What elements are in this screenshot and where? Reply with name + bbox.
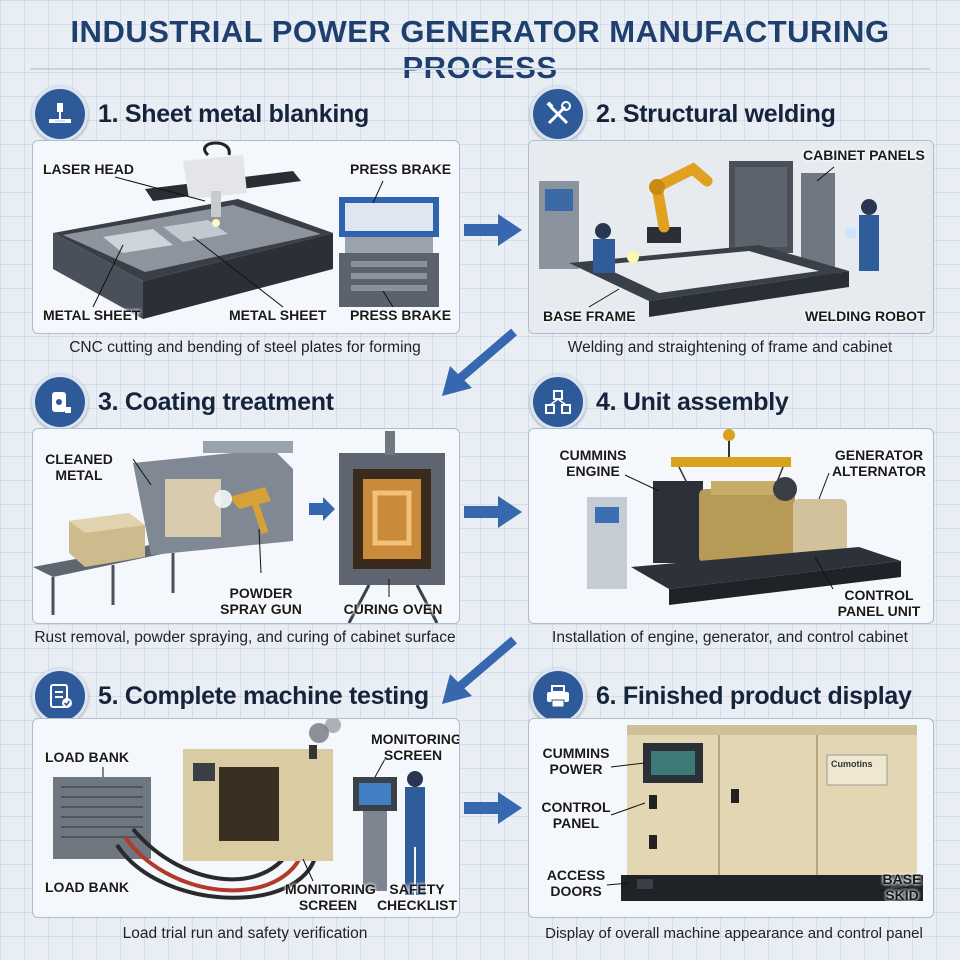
cabinet-panels-label: CABINET PANELS xyxy=(803,147,925,163)
step-1-panel: LASER HEAD PRESS BRAKE METAL SHEET METAL… xyxy=(32,140,460,334)
curing-oven-label: CURING OVEN xyxy=(343,601,443,617)
step-4-panel: CUMMINS ENGINE GENERATOR ALTERNATOR CONT… xyxy=(528,428,934,624)
press-brake-top-label: PRESS BRAKE xyxy=(350,161,452,177)
load-bank-top-label: LOAD BANK xyxy=(45,749,129,765)
step-2-panel: CABINET PANELS BASE FRAME WELDING ROBOT xyxy=(528,140,934,334)
step-5-title: 5. Complete machine testing xyxy=(98,681,429,710)
laser-head-label: LASER HEAD xyxy=(43,161,135,177)
cummins-engine-label: CUMMINS ENGINE xyxy=(559,447,627,479)
generator-assembly-illustration xyxy=(587,429,901,605)
step-6-caption: Display of overall machine appearance an… xyxy=(545,925,923,942)
load-bank-bottom-label: LOAD BANK xyxy=(45,879,129,895)
press-brake-bottom-label: PRESS BRAKE xyxy=(350,307,452,323)
flow-arrow-4-to-5 xyxy=(442,636,517,704)
step-4-title: 4. Unit assembly xyxy=(596,387,789,416)
step-5-panel: LOAD BANK MONITORING SCREEN LOAD BANK MO… xyxy=(32,718,460,918)
step-2-title: 2. Structural welding xyxy=(596,99,836,128)
generator-alternator-label: GENERATOR ALTERNATOR xyxy=(831,447,927,479)
laser-cutter-icon xyxy=(32,86,88,142)
paint-roll-icon xyxy=(32,374,88,430)
control-panel-unit-label: CONTROL PANEL UNIT xyxy=(837,587,921,619)
powder-spray-gun-label: POWDER SPRAY GUN xyxy=(220,585,302,617)
base-skid-label: BASE SKID xyxy=(882,871,922,903)
step-6-panel: Cumotins CUMMINS POWER CONTROL PANEL ACC… xyxy=(528,718,934,918)
laser-cutting-machine-illustration xyxy=(53,141,439,319)
step-6-title: 6. Finished product display xyxy=(596,681,912,710)
step-1-title: 1. Sheet metal blanking xyxy=(98,99,369,128)
finished-generator-illustration xyxy=(606,725,923,901)
step-3-header: 3. Coating treatment xyxy=(32,374,334,430)
metal-sheet-mid-label: METAL SHEET xyxy=(229,307,327,323)
step-4-caption: Installation of engine, generator, and c… xyxy=(552,629,908,646)
step-5-header: 5. Complete machine testing xyxy=(32,668,429,724)
step-2-caption: Welding and straightening of frame and c… xyxy=(567,339,893,356)
printer-icon xyxy=(530,668,586,724)
brand-badge: Cumotins xyxy=(831,759,873,769)
welding-cell-illustration xyxy=(529,141,933,333)
step-5-caption: Load trial run and safety verification xyxy=(122,925,368,942)
monitoring-screen-top-label: MONITORING SCREEN xyxy=(371,731,460,763)
assembly-icon xyxy=(530,374,586,430)
welding-robot-label: WELDING ROBOT xyxy=(805,308,926,324)
checklist-icon xyxy=(32,668,88,724)
base-frame-label: BASE FRAME xyxy=(543,308,636,324)
title-divider xyxy=(30,68,930,70)
flow-arrow-3-to-4 xyxy=(464,496,522,528)
step-1-caption: CNC cutting and bending of steel plates … xyxy=(69,339,421,356)
wrench-screwdriver-icon xyxy=(530,86,586,142)
flow-arrow-1-to-2 xyxy=(464,214,522,246)
flow-arrow-2-to-3 xyxy=(442,328,517,396)
step-3-title: 3. Coating treatment xyxy=(98,387,334,416)
flow-arrow-5-to-6 xyxy=(464,792,522,824)
safety-checklist-label: SAFETY CHECKLIST xyxy=(376,881,458,913)
metal-sheet-left-label: METAL SHEET xyxy=(43,307,141,323)
access-doors-label: ACCESS DOORS xyxy=(546,867,606,899)
step-1-header: 1. Sheet metal blanking xyxy=(32,86,369,142)
step-3-caption: Rust removal, powder spraying, and curin… xyxy=(34,629,456,646)
step-3-panel: CLEANED METAL POWDER SPRAY GUN CURING OV… xyxy=(32,428,460,624)
step-4-header: 4. Unit assembly xyxy=(530,374,789,430)
cummins-power-label: CUMMINS POWER xyxy=(542,745,610,777)
page-title: INDUSTRIAL POWER GENERATOR MANUFACTURING… xyxy=(70,14,890,85)
cleaned-metal-label: CLEANED METAL xyxy=(45,451,113,483)
control-panel-label: CONTROL PANEL xyxy=(541,799,611,831)
coating-line-illustration xyxy=(33,431,445,623)
monitoring-screen-bottom-label: MONITORING SCREEN xyxy=(285,881,376,913)
step-6-header: 6. Finished product display xyxy=(530,668,912,724)
generator-testing-illustration xyxy=(53,719,425,900)
step-2-header: 2. Structural welding xyxy=(530,86,836,142)
